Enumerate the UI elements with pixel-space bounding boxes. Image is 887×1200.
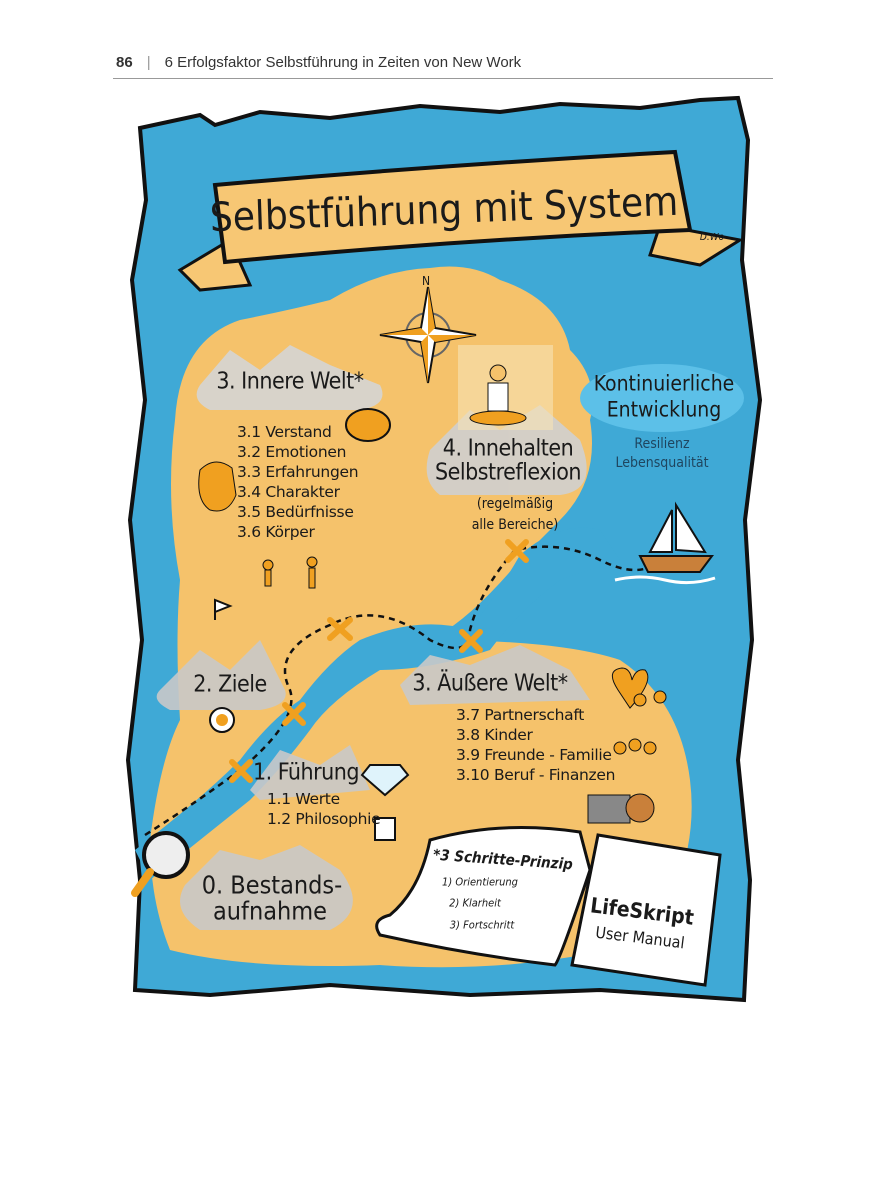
compass-rose-icon [379, 286, 477, 384]
inventory-line2: aufnahme [212, 896, 328, 926]
sailboat-icon [614, 501, 716, 585]
development-sub2: Lebensqualität [615, 455, 709, 471]
list-item: 3.4 Charakter [237, 483, 340, 501]
pause-heading: 4. Innehalten [442, 435, 574, 462]
pause-note-line1: (regelmäßig [476, 496, 554, 512]
development-sub1: Resilienz [634, 436, 690, 452]
list-item: 3.9 Freunde - Familie [456, 746, 612, 764]
magnifier-icon [131, 831, 190, 897]
outer-world-heading: 3. Äußere Welt* [412, 670, 568, 697]
head-profile-icon [198, 461, 237, 512]
development-line2: Entwicklung [606, 397, 722, 422]
money-bag-icon [625, 793, 655, 823]
inner-world-list: 3.1 Verstand 3.2 Emotionen 3.3 Erfahrung… [237, 423, 359, 545]
list-item: 3.10 Beruf - Finanzen [456, 766, 616, 784]
summit-flag-icon [214, 598, 233, 620]
family-icon [613, 690, 667, 755]
banner [212, 149, 693, 265]
brain-icon [345, 408, 391, 442]
target-icon [209, 707, 235, 733]
scroll-icon [374, 817, 396, 841]
list-item: 1.1 Werte [267, 790, 340, 808]
list-item: 1.2 Philosophie [267, 810, 381, 828]
artist-signature: D.Wo [699, 232, 725, 243]
development-line1: Kontinuierliche [593, 371, 735, 396]
step-2: 2) Klarheit [449, 896, 501, 910]
inventory-line1: 0. Bestands- [201, 870, 343, 900]
compass-north-label: N [421, 274, 431, 288]
list-item: 3.5 Bedürfnisse [237, 503, 354, 521]
diamond-icon [360, 764, 410, 797]
header-separator: | [146, 54, 151, 71]
step-1: 1) Orientierung [442, 875, 518, 889]
list-item: 3.3 Erfahrungen [237, 463, 359, 481]
development-cloud [580, 364, 744, 432]
leadership-list: 1.1 Werte 1.2 Philosophie [267, 790, 381, 832]
pause-note-line2: alle Bereiche) [471, 517, 559, 533]
athletes-icon [262, 556, 318, 589]
page-number: 86 [116, 54, 133, 71]
list-item: 3.7 Partnerschaft [456, 706, 584, 724]
list-item: 3.1 Verstand [237, 423, 332, 441]
list-item: 3.2 Emotionen [237, 443, 347, 461]
heart-icon [611, 667, 649, 709]
three-steps-scroll [375, 826, 592, 967]
outer-world-list: 3.7 Partnerschaft 3.8 Kinder 3.9 Freunde… [456, 706, 616, 788]
inner-world-heading: 3. Innere Welt* [216, 368, 364, 395]
life-skript-notebook [570, 833, 722, 987]
briefcase-icon [587, 794, 631, 824]
step-3: 3) Fortschritt [449, 918, 515, 932]
x-markers [229, 539, 529, 783]
list-item: 3.6 Körper [237, 523, 315, 541]
self-reflection-heading: Selbstreflexion [434, 459, 582, 486]
goals-heading: 2. Ziele [193, 671, 267, 698]
header-rule [113, 78, 773, 79]
leadership-heading: 1. Führung [252, 759, 360, 786]
meditating-person-icon [458, 345, 553, 430]
banner-tail-right [648, 223, 745, 267]
list-item: 3.8 Kinder [456, 726, 533, 744]
running-header: 86 | 6 Erfolgsfaktor Selbstführung in Zeit… [116, 54, 521, 71]
chapter-title: 6 Erfolgsfaktor Selbstführung in Zeiten … [164, 54, 522, 71]
dashed-route [144, 545, 661, 837]
